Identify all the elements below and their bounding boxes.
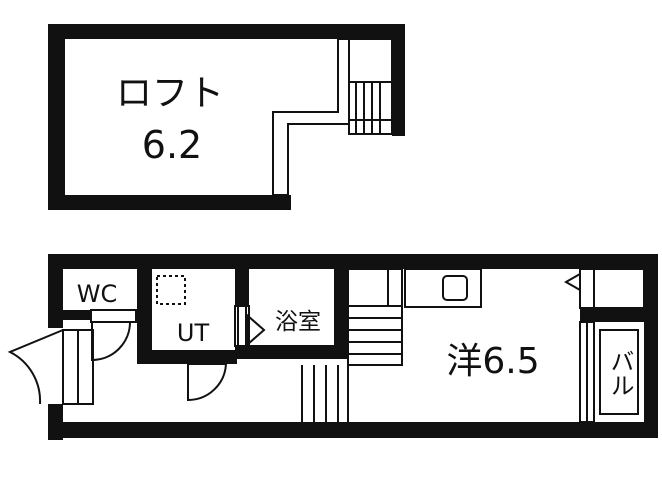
balcony-storage <box>593 268 645 309</box>
entrance-door-swing <box>7 329 64 405</box>
room-label-ut: UT <box>177 319 210 347</box>
balcony-frame <box>599 329 639 415</box>
bath-door-marker-icon <box>247 313 266 347</box>
wall-wc-bottom-left <box>63 310 91 320</box>
loft-wall-bottom <box>48 195 291 210</box>
wall-balcony-top <box>580 308 658 322</box>
ut-door-swing <box>187 363 227 402</box>
entrance-gap <box>46 328 66 404</box>
loft-opening-outline <box>272 38 350 196</box>
room-label-bath: 浴室 <box>275 309 321 335</box>
wall-ut-bottom <box>137 350 237 364</box>
closet-door <box>579 268 595 309</box>
loft-size: 6.2 <box>142 123 202 167</box>
loft-ladder <box>348 38 393 135</box>
wc-door-frame <box>90 309 137 323</box>
loft-label: ロフト <box>116 73 224 114</box>
wall-wc-ut <box>137 269 152 362</box>
loft-wall-left <box>48 24 65 210</box>
loft-area: ロフト 6.2 <box>48 24 405 210</box>
loft-wall-right <box>392 24 405 136</box>
kitchen-counter <box>404 268 482 308</box>
room-label-balcony: バル <box>606 349 634 397</box>
room-label-wc: WC <box>77 280 118 308</box>
wall-bath-right <box>334 269 348 359</box>
wall-bath-bottom <box>249 345 348 359</box>
main-wall-top <box>48 254 658 269</box>
bath-door-frame <box>237 305 247 347</box>
window-marker-icon <box>563 272 581 292</box>
wc-door-swing <box>91 321 131 362</box>
sink-icon <box>442 275 468 301</box>
washer-pan-icon <box>156 275 186 305</box>
loft-wall-top <box>48 24 405 39</box>
room-label-western: 洋6.5 <box>446 341 539 382</box>
main-wall-bottom <box>48 422 658 438</box>
main-wall-right <box>644 254 658 438</box>
main-floor: WC UT 浴室 洋6.5 バル <box>7 254 658 440</box>
